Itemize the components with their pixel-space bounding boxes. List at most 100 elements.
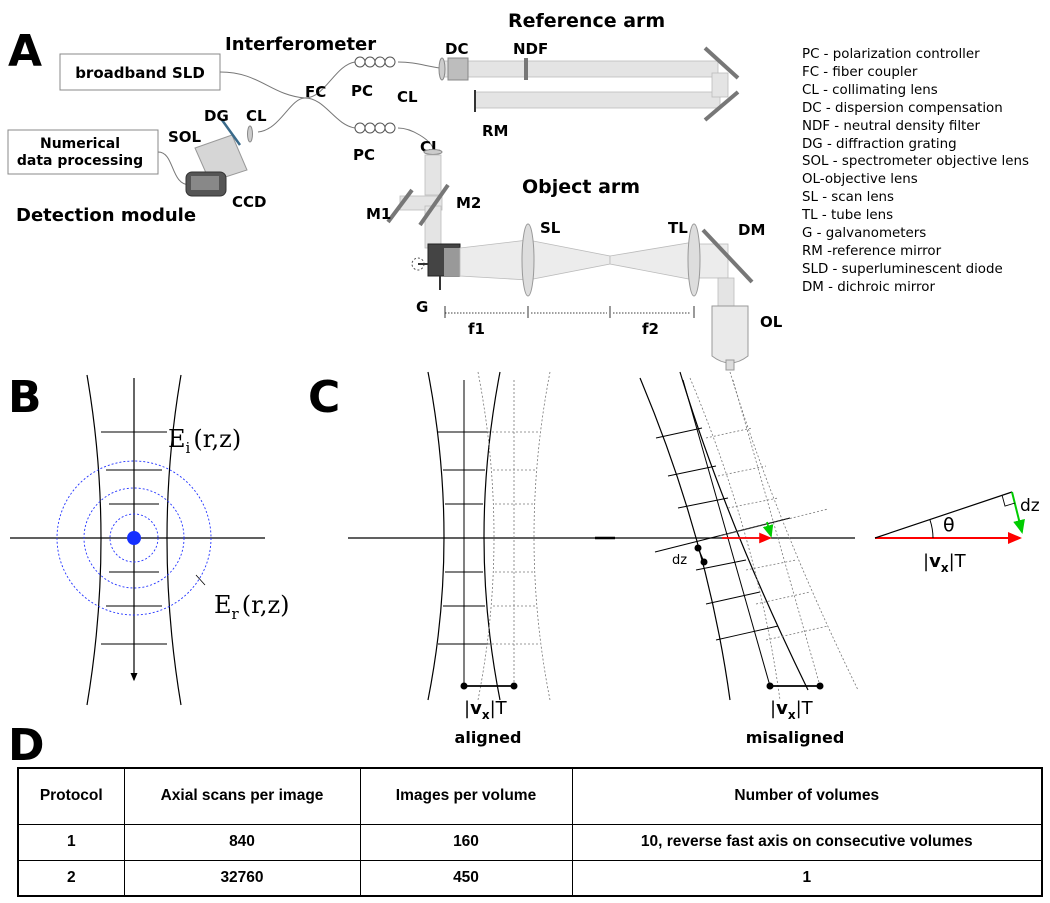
table-header-row: Protocol Axial scans per image Images pe…	[17, 767, 1043, 825]
scan-beam-2	[527, 239, 611, 281]
objective-tip	[725, 359, 735, 371]
table-cell: 160	[359, 823, 573, 861]
processing-label-1: Numerical	[40, 136, 120, 152]
galvanometer	[411, 243, 461, 290]
sld-source-box	[59, 53, 221, 91]
label-rm: RM	[482, 122, 508, 140]
beam-waist-diagram	[10, 374, 265, 706]
reference-vertical-beam	[711, 72, 729, 98]
misaligned-label: misaligned	[746, 728, 845, 747]
aligned-vx-label: |vx|T	[464, 698, 508, 722]
legend-item: OL-objective lens	[802, 172, 918, 188]
table-header-cell: Number of volumes	[571, 767, 1043, 825]
panel-c-letter: C	[308, 372, 340, 423]
spectrometer	[185, 119, 253, 197]
protocol-table: Protocol Axial scans per image Images pe…	[17, 767, 1043, 897]
label-m1: M1	[366, 205, 391, 223]
optical-setup-figure: A broadband SLD Numerical data processin…	[7, 10, 1040, 760]
panel-b-letter: B	[8, 372, 42, 423]
label-ccd: CCD	[232, 193, 266, 211]
label-pc-obj: PC	[353, 146, 375, 164]
legend-item: PC - polarization controller	[802, 47, 980, 62]
tube-lens	[687, 223, 701, 297]
object-arm-title: Object arm	[522, 176, 640, 198]
table-header-cell: Axial scans per image	[123, 767, 361, 825]
ei-field-label: Ei(r,z)	[168, 425, 241, 457]
er-label-leader	[195, 574, 206, 586]
label-dc: DC	[445, 40, 468, 58]
mirror-m1	[386, 188, 414, 224]
legend-item: NDF - neutral density filter	[802, 118, 981, 134]
label-tl: TL	[668, 219, 688, 237]
legend-item: DC - dispersion compensation	[802, 100, 1003, 116]
panel-d-letter: D	[8, 720, 45, 760]
legend-item: CL - collimating lens	[802, 82, 938, 98]
interferometer-title: Interferometer	[225, 34, 376, 55]
legend-item: SOL - spectrometer objective lens	[802, 154, 1029, 170]
legend-item: SLD - superluminescent diode	[802, 261, 1003, 277]
triangle-dz-label: dz	[1020, 496, 1040, 516]
legend-item: DG - diffraction grating	[802, 136, 957, 152]
label-g: G	[416, 298, 428, 316]
scan-beam-3	[609, 241, 695, 281]
dichroic-mirror	[701, 228, 754, 284]
label-sl: SL	[540, 219, 561, 237]
legend-item: DM - dichroic mirror	[802, 279, 935, 295]
label-f1: f1	[468, 320, 485, 338]
label-cl-ref: CL	[397, 88, 418, 106]
legend-item: RM -reference mirror	[802, 243, 942, 259]
misaligned-dz-label: dz	[672, 553, 687, 568]
reference-return-beam	[474, 91, 721, 109]
object-collimating-lens	[423, 149, 443, 155]
label-ndf: NDF	[513, 40, 548, 58]
sld-source-label: broadband SLD	[75, 64, 205, 82]
theta-label: θ	[943, 514, 955, 536]
label-f2: f2	[642, 320, 659, 338]
legend-item: FC - fiber coupler	[802, 64, 918, 80]
polarization-controller-obj	[354, 122, 396, 134]
table-cell: 1	[571, 859, 1043, 897]
table-cell: 10, reverse fast axis on consecutive vol…	[571, 823, 1043, 861]
misaligned-beam	[639, 371, 859, 701]
focal-distance-markers	[444, 306, 695, 318]
detection-module-title: Detection module	[16, 205, 196, 226]
aligned-label: aligned	[455, 728, 522, 747]
table-header-cell: Images per volume	[359, 767, 573, 825]
reference-collimating-lens	[438, 57, 446, 81]
table-cell: 1	[17, 823, 125, 861]
label-dg: DG	[204, 107, 229, 125]
table-row: 1 840 160 10, reverse fast axis on conse…	[17, 823, 1043, 861]
legend-item: TL - tube lens	[802, 208, 894, 224]
processing-label-2: data processing	[17, 153, 143, 169]
legend-item: G - galvanometers	[802, 226, 927, 242]
label-sol: SOL	[168, 128, 202, 146]
reference-beam	[441, 60, 719, 78]
object-beam-vertical	[424, 154, 442, 196]
polarization-controller-ref	[354, 56, 396, 68]
misaligned-vx-label: |vx|T	[770, 698, 814, 722]
neutral-density-filter	[524, 58, 528, 80]
panel-a-letter: A	[8, 26, 42, 77]
dispersion-compensation	[447, 57, 469, 81]
scan-beam-1	[459, 239, 529, 281]
table-cell: 840	[123, 823, 361, 861]
reference-mirror-lower	[703, 90, 740, 122]
label-cl-det: CL	[246, 107, 267, 125]
mirror-m2	[418, 183, 450, 227]
objective-lens	[711, 305, 749, 364]
label-pc-ref: PC	[351, 82, 373, 100]
fiber-paths	[157, 61, 441, 186]
scan-lens	[521, 223, 535, 297]
legend-item: SL - scan lens	[802, 190, 895, 206]
triangle-vx-label: |vx|T	[923, 551, 967, 575]
label-fc: FC	[305, 83, 326, 101]
label-ol: OL	[760, 313, 783, 331]
label-m2: M2	[456, 194, 481, 212]
table-cell: 32760	[123, 859, 361, 897]
table-row: 2 32760 450 1	[17, 859, 1043, 897]
table-header-cell: Protocol	[17, 767, 125, 825]
aligned-beam	[427, 371, 551, 701]
er-field-label: Er(r,z)	[214, 591, 290, 623]
objective-beam	[717, 277, 735, 309]
